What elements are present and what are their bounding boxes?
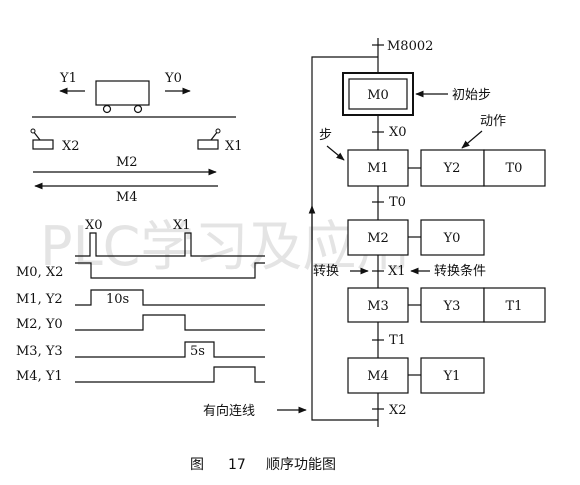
step-m1-box [347,149,409,187]
step-m2-box [347,219,409,256]
init-condition-label: M8002 [387,39,433,54]
step-note: 步 [319,128,332,143]
step-m1-label: M1 [367,161,389,176]
figure-caption: 图 17 顺序功能图 [190,457,336,473]
action-t1-label: T1 [506,299,523,314]
step-note-arrow [326,145,345,161]
transition-x2-label: X2 [389,403,407,418]
timing-row-label-m1: M1, Y2 [16,292,63,307]
action-note: 动作 [480,114,506,129]
action-y3-label: Y3 [443,299,461,314]
action-y3-box [420,287,485,323]
step-m3-label: M3 [367,299,389,314]
action-y0-label: Y0 [443,231,461,246]
cart-body [95,80,150,106]
timing-x0-label: X0 [85,218,103,233]
transition-x1-label: X1 [388,264,406,279]
caption-fig-number: 17 [228,457,246,473]
timing-diagram: X0 X1 M0, X2 M1, Y2 10s M2, Y0 M3, Y3 5s… [16,218,265,384]
pulse-signal [75,232,265,257]
step-m2-label: M2 [367,231,389,246]
transition-note: 转换 [313,264,339,279]
action-t1-box [483,287,546,323]
signal-m1 [75,289,265,306]
limit-switch-left [32,139,54,150]
action-y1-label: Y1 [443,369,461,384]
action-y0-box [420,219,485,256]
transition-x0-label: X0 [389,125,407,140]
timing-5s-label: 5s [190,344,205,359]
step-m4-box [347,357,409,394]
caption-title: 顺序功能图 [266,457,336,473]
signal-m4 [75,366,265,383]
cart-wheel-right [133,104,143,114]
link-note: 有向连线 [203,403,255,419]
transition-t1-label: T1 [389,333,406,348]
limit-switch-right-label: X1 [225,139,243,154]
limit-switch-left-label: X2 [62,139,80,154]
action-note-arrow [461,130,483,149]
signal-m3 [75,341,265,358]
initial-step-note: 初始步 [452,88,491,103]
initial-step-inner [348,78,408,110]
cart-wheel-left [102,104,112,114]
left-direction-label: Y1 [59,71,77,86]
initial-step-label: M0 [367,88,389,103]
timing-10s-label: 10s [106,292,129,307]
step-m4-label: M4 [367,369,389,384]
condition-note: 转换条件 [434,263,486,279]
transition-t0-label: T0 [389,195,406,210]
signal-m2 [75,314,265,331]
action-y2-box [420,149,485,187]
action-t0-box [483,149,546,187]
signal-m0 [75,262,265,279]
timing-row-label-m2: M2, Y0 [16,317,63,332]
timing-row-label-m3: M3, Y3 [16,344,63,359]
sfc-chart: M8002 M0 初始步 X0 步 动作 M1 Y2 T0 T0 M2 Y0 [203,38,546,427]
action-y1-box [420,357,485,394]
timing-row-label-m0: M0, X2 [16,265,63,280]
action-y2-label: Y2 [443,161,461,176]
timing-x1-label: X1 [173,218,191,233]
timing-row-label-m4: M4, Y1 [16,369,63,384]
right-direction-label: Y0 [164,71,182,86]
caption-fig-word: 图 [190,457,204,473]
move-left-label: M4 [116,190,138,205]
move-right-label: M2 [116,155,138,170]
limit-switch-right [197,139,219,150]
action-t0-label: T0 [506,161,523,176]
cart-diagram: Y1 Y0 X2 X1 M2 M4 [30,71,243,205]
